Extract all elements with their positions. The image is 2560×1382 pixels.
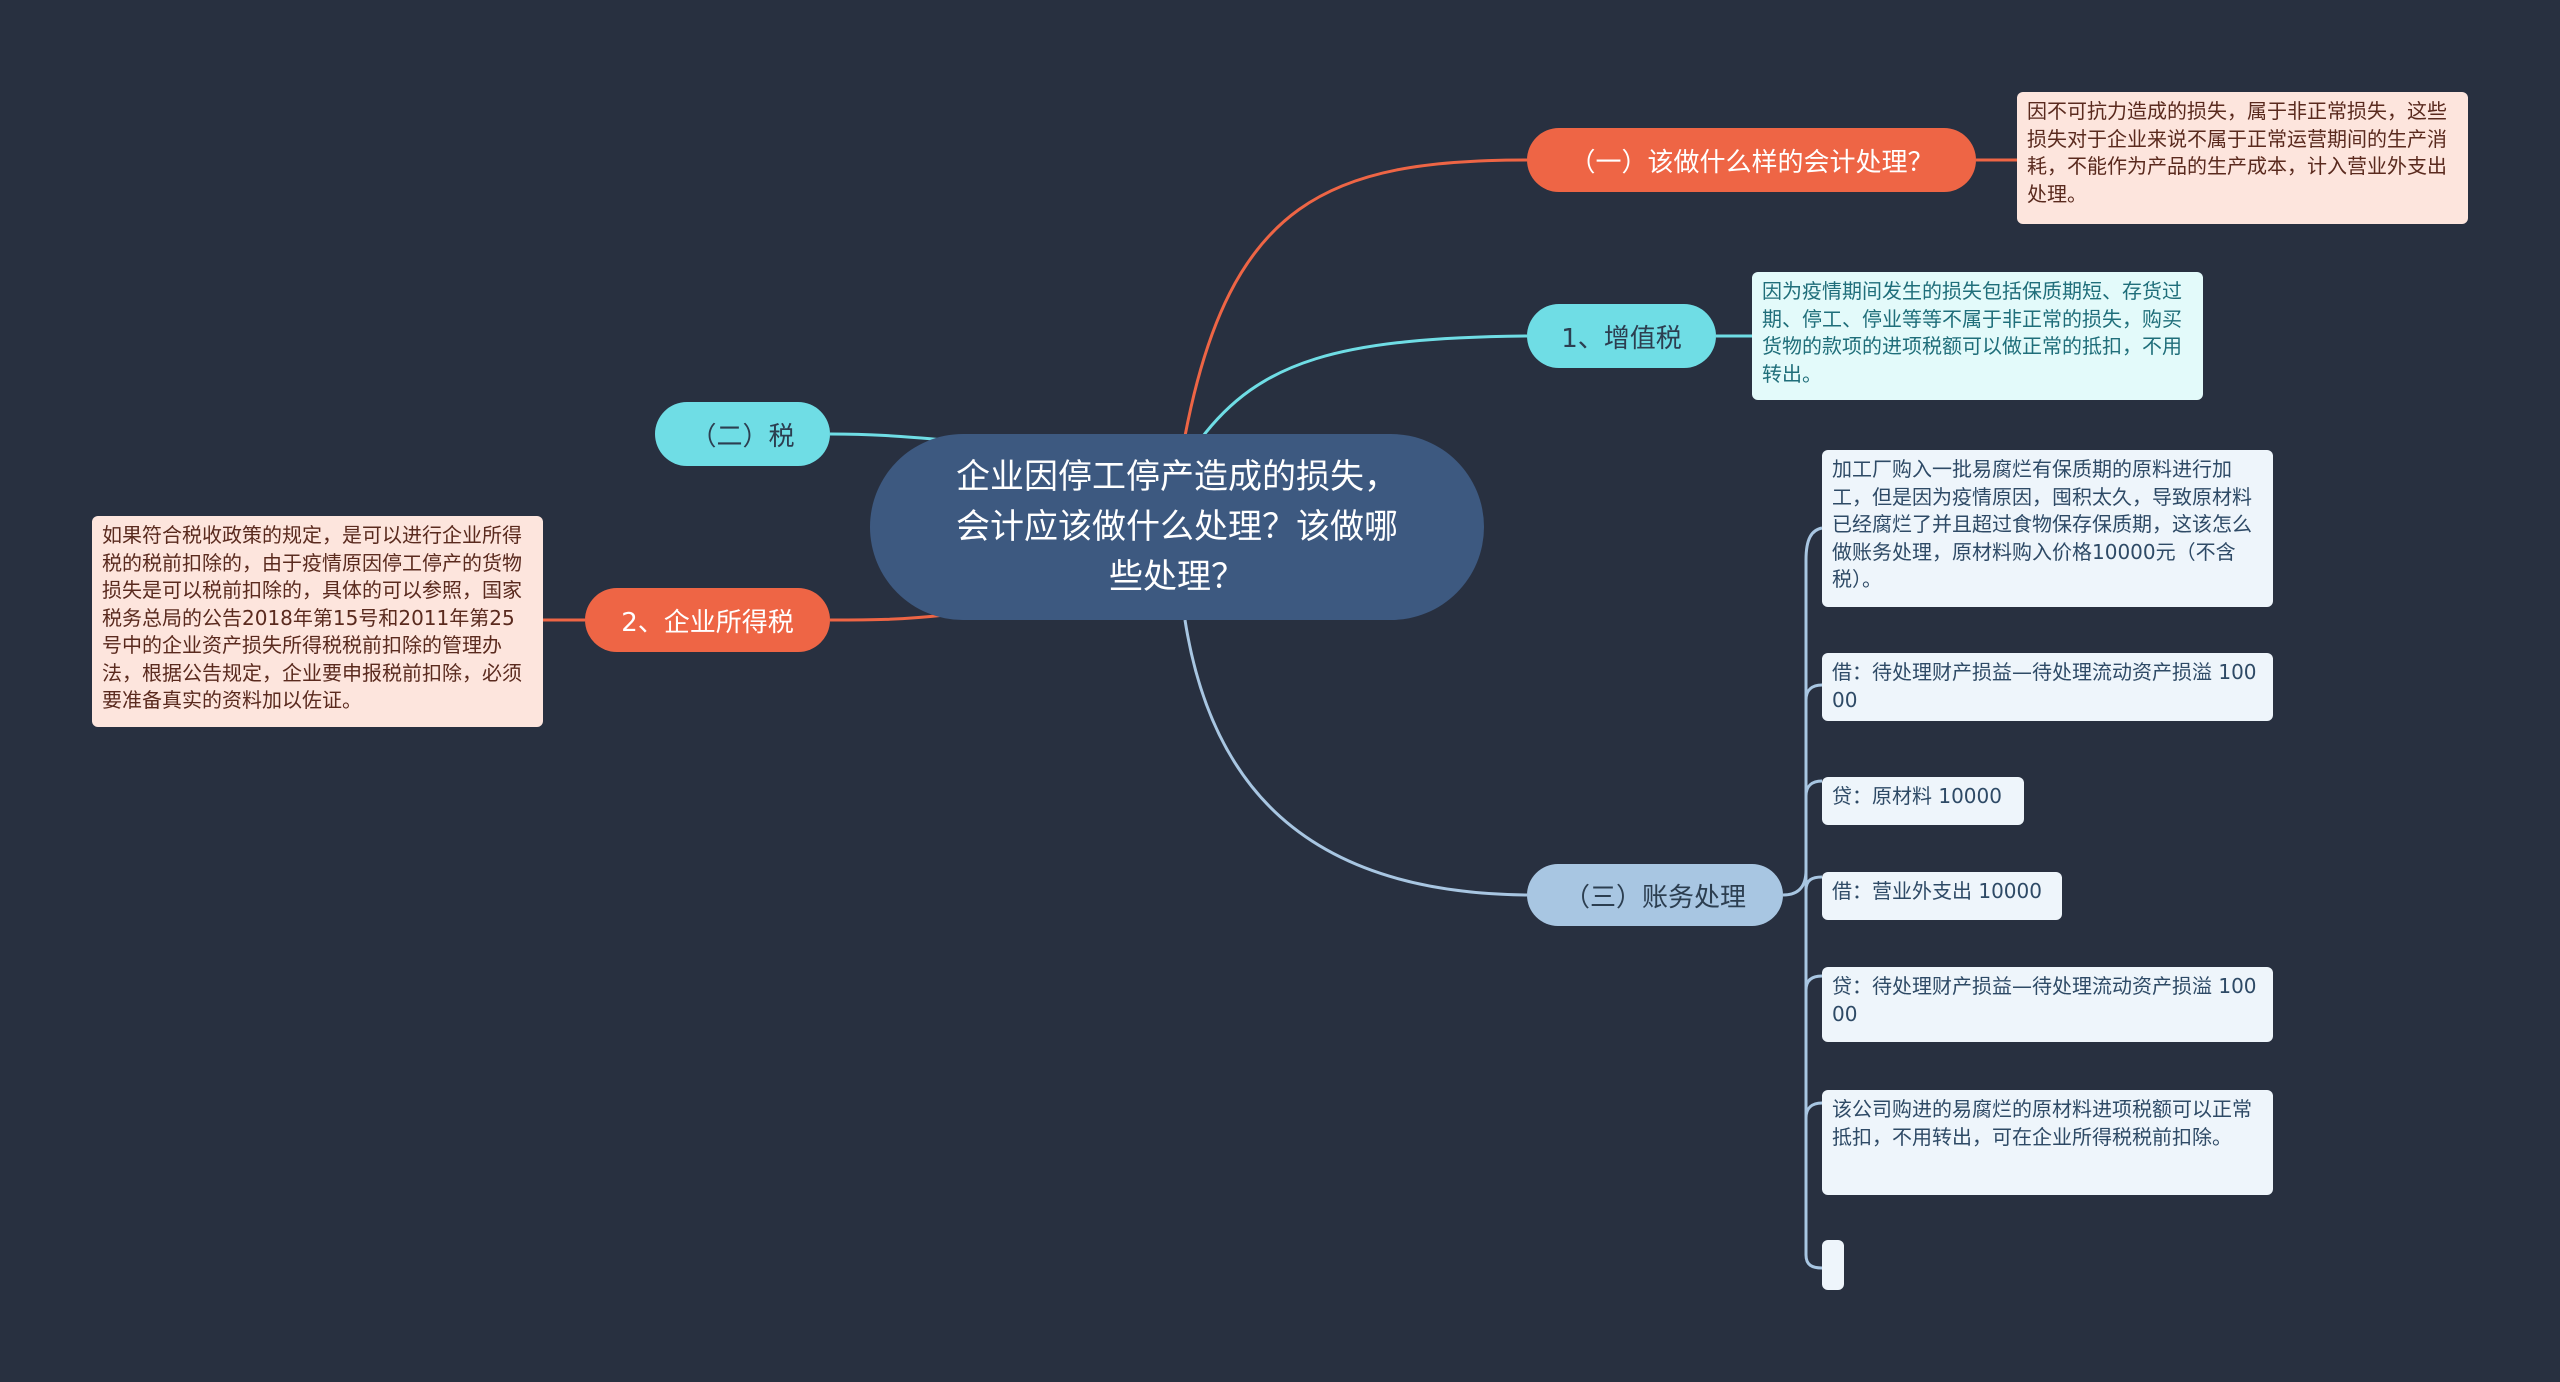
bookkeeping-item-tax-note[interactable]: 该公司购进的易腐烂的原材料进项税额可以正常抵扣，不用转出，可在企业所得税税前扣除…	[1822, 1090, 2273, 1195]
branch-tax[interactable]: （二）税	[655, 402, 830, 466]
link-center-accounting	[1183, 158, 1528, 437]
bookkeeping-item-debit-pending[interactable]: 借：待处理财产损益—待处理流动资产损溢 10000	[1822, 653, 2273, 721]
branch-accounting-method[interactable]: （一）该做什么样的会计处理？	[1527, 128, 1976, 192]
link-bookkeeping-bracket	[1782, 526, 1823, 1270]
note-income-tax[interactable]: 如果符合税收政策的规定，是可以进行企业所得税的税前扣除的，由于疫情原因停工停产的…	[92, 516, 543, 727]
bookkeeping-item-credit-pending[interactable]: 贷：待处理财产损益—待处理流动资产损溢 10000	[1822, 967, 2273, 1042]
branch-bookkeeping[interactable]: （三）账务处理	[1527, 864, 1783, 926]
link-bookkeeping-item-4	[1804, 875, 1823, 891]
note-accounting-method[interactable]: 因不可抗力造成的损失，属于非正常损失，这些损失对于企业来说不属于正常运营期间的生…	[2017, 92, 2468, 224]
link-center-income	[829, 613, 946, 622]
central-topic[interactable]: 企业因停工停产造成的损失，会计应该做什么处理？该做哪些处理？	[870, 434, 1484, 620]
bookkeeping-item-debit-expense[interactable]: 借：营业外支出 10000	[1822, 872, 2062, 920]
note-vat[interactable]: 因为疫情期间发生的损失包括保质期短、存货过期、停工、停业等等不属于非正常的损失，…	[1752, 272, 2203, 400]
branch-vat[interactable]: 1、增值税	[1527, 304, 1716, 368]
link-bookkeeping-item-5	[1804, 974, 1823, 991]
link-bookkeeping-item-2	[1804, 683, 1823, 701]
link-bookkeeping-item-3	[1804, 779, 1823, 797]
bookkeeping-item-empty[interactable]	[1822, 1240, 1844, 1290]
bookkeeping-item-credit-material[interactable]: 贷：原材料 10000	[1822, 777, 2024, 825]
link-center-bookkeeping	[1183, 619, 1528, 897]
branch-income-tax[interactable]: 2、企业所得税	[585, 588, 830, 652]
link-center-vat	[1198, 334, 1528, 441]
link-bookkeeping-item-6	[1804, 1101, 1823, 1119]
bookkeeping-item-scenario[interactable]: 加工厂购入一批易腐烂有保质期的原料进行加工，但是因为疫情原因，囤积太久，导致原材…	[1822, 450, 2273, 607]
link-center-tax	[829, 432, 946, 442]
